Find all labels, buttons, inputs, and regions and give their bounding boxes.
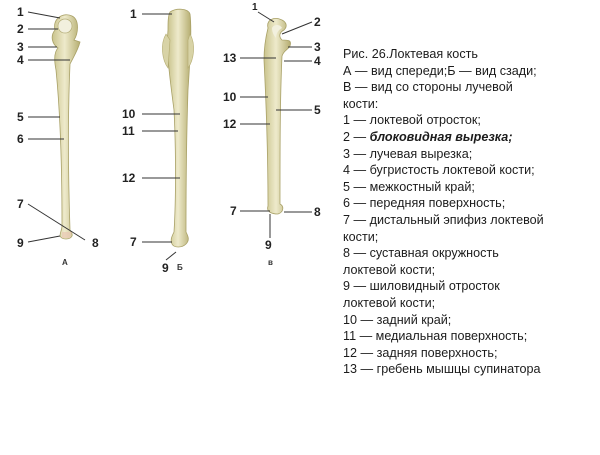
figure-caption: Рис. 26.Локтевая кость А — вид спереди;Б… <box>343 46 598 378</box>
legend-item-4: 4 — бугристость локтевой кости; <box>343 163 535 178</box>
label-c-4: 4 <box>314 54 321 68</box>
legend-item-10: 10 — задний край; <box>343 312 452 327</box>
leader-lines-b <box>142 13 180 261</box>
caption-views-line2: В — вид со стороны лучевой <box>343 80 513 95</box>
legend-item-7-cont: кости; <box>343 229 379 244</box>
label-b-9: 9 <box>162 261 169 275</box>
view-label-c: в <box>268 258 273 267</box>
view-label-b: Б <box>177 263 183 272</box>
legend-item-12: 12 — задняя поверхность; <box>343 345 498 360</box>
label-b-1: 1 <box>130 7 137 21</box>
label-c-9: 9 <box>265 238 272 252</box>
legend-item-9-cont: локтевой кости; <box>343 295 436 310</box>
ulna-radial-view <box>263 18 291 215</box>
legend-item-2: 2 — блоковидная вырезка; <box>343 129 598 146</box>
legend-item-11: 11 — медиальная поверхность; <box>343 329 528 344</box>
label-a-7: 7 <box>17 197 24 211</box>
legend-item-7: 7 — дистальный эпифиз локтевой <box>343 212 544 227</box>
leader-lines-a <box>27 11 86 243</box>
label-b-12: 12 <box>122 171 136 185</box>
legend-item-2-text: блоковидная вырезка; <box>369 129 513 144</box>
ulna-anterior-view <box>51 14 81 240</box>
label-b-10: 10 <box>122 107 136 121</box>
legend-item-6: 6 — передняя поверхность; <box>343 196 506 211</box>
legend-item-2-number: 2 — <box>343 129 370 144</box>
legend-item-8: 8 — суставная окружность <box>343 246 499 261</box>
legend-item-1: 1 — локтевой отросток; <box>343 113 481 128</box>
label-c-7: 7 <box>230 204 237 218</box>
label-a-6: 6 <box>17 132 24 146</box>
label-c-5: 5 <box>314 103 321 117</box>
label-a-5: 5 <box>17 110 24 124</box>
legend-item-9: 9 — шиловидный отросток <box>343 279 500 294</box>
label-a-3: 3 <box>17 40 24 54</box>
label-a-4: 4 <box>17 53 24 67</box>
legend-item-5: 5 — межкостный край; <box>343 179 475 194</box>
legend-item-13: 13 — гребень мышцы супинатора <box>343 362 541 377</box>
ulna-posterior-view <box>162 8 194 248</box>
caption-views-line3: кости: <box>343 96 379 111</box>
label-c-2: 2 <box>314 15 321 29</box>
view-label-a: А <box>62 258 68 267</box>
legend-item-8-cont: локтевой кости; <box>343 262 436 277</box>
legend-item-3: 3 — лучевая вырезка; <box>343 146 473 161</box>
label-c-8: 8 <box>314 205 321 219</box>
label-a-1: 1 <box>17 5 24 19</box>
caption-views-line1: А — вид спереди;Б — вид сзади; <box>343 63 537 78</box>
label-b-7: 7 <box>130 235 137 249</box>
label-a-2: 2 <box>17 22 24 36</box>
label-c-1: 1 <box>252 2 258 13</box>
ulna-figures: 1 2 3 4 5 6 7 9 8 А 1 10 11 12 7 9 Б 1 2… <box>17 2 321 275</box>
leader-lines-c <box>240 11 313 238</box>
bone-illustrations <box>27 8 313 261</box>
label-b-11: 11 <box>122 124 135 138</box>
label-c-10: 10 <box>223 90 237 104</box>
label-c-3: 3 <box>314 40 321 54</box>
label-a-8: 8 <box>92 236 99 250</box>
label-c-12: 12 <box>223 117 237 131</box>
label-c-13: 13 <box>223 51 237 65</box>
caption-title: Рис. 26.Локтевая кость <box>343 47 478 61</box>
label-a-9: 9 <box>17 236 24 250</box>
